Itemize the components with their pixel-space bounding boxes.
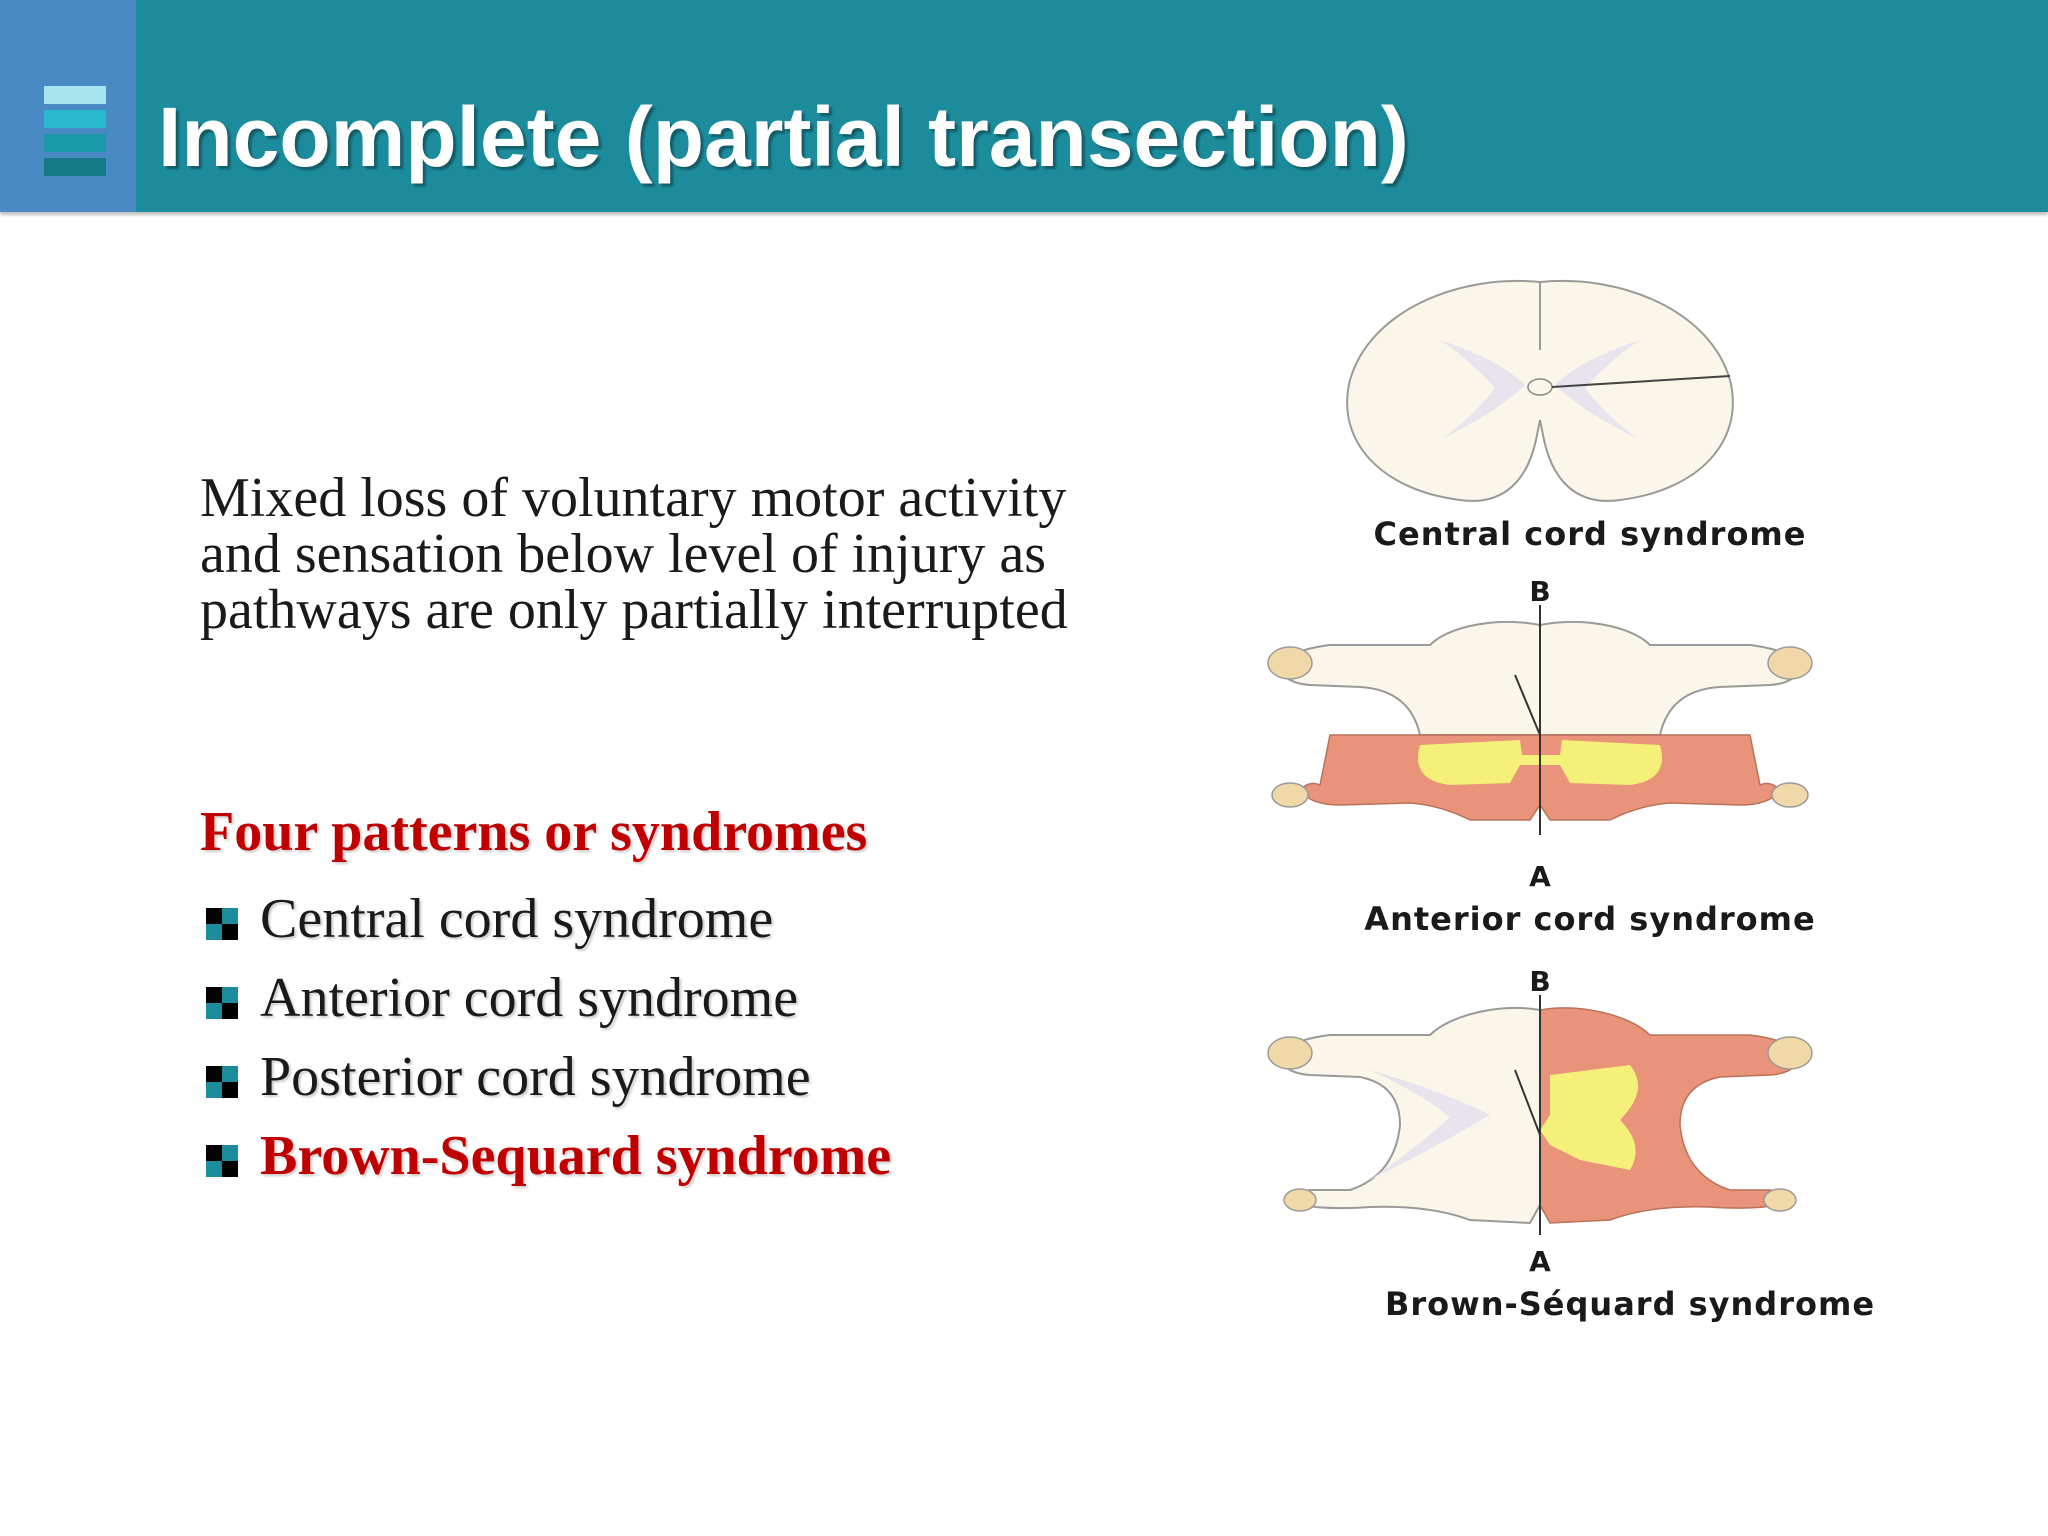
stack-bar bbox=[44, 110, 106, 128]
diagram-caption: Anterior cord syndrome bbox=[1364, 900, 1816, 938]
checker-square-icon bbox=[206, 987, 238, 1019]
intro-paragraph: Mixed loss of voluntary motor activity a… bbox=[200, 467, 1068, 641]
list-item-brown-sequard: Brown-Sequard syndrome bbox=[206, 1117, 891, 1196]
slide-title: Incomplete (partial transection) bbox=[158, 90, 1409, 184]
checker-square-icon bbox=[206, 1066, 238, 1098]
label-a: A bbox=[1529, 1245, 1551, 1278]
label-b: B bbox=[1529, 575, 1551, 608]
anterior-cord-diagram bbox=[1267, 605, 1813, 835]
diagram-caption: Central cord syndrome bbox=[1373, 515, 1807, 553]
list-item-anterior-cord: Anterior cord syndrome bbox=[206, 959, 891, 1038]
diagram-caption: Brown-Séquard syndrome bbox=[1384, 1285, 1876, 1323]
label-a: A bbox=[1529, 860, 1551, 893]
list-item-central-cord: Central cord syndrome bbox=[206, 880, 891, 959]
patterns-heading: Four patterns or syndromes bbox=[200, 801, 868, 863]
stack-bar bbox=[44, 86, 106, 104]
syndrome-label: Brown-Sequard syndrome bbox=[260, 1125, 892, 1187]
checker-square-icon bbox=[206, 1145, 238, 1177]
syndrome-list: Central cord syndrome Anterior cord synd… bbox=[206, 880, 891, 1196]
syndrome-label: Posterior cord syndrome bbox=[260, 1046, 811, 1108]
slide-header: Incomplete (partial transection) bbox=[0, 0, 2048, 212]
list-item-posterior-cord: Posterior cord syndrome bbox=[206, 1038, 891, 1117]
syndrome-label: Central cord syndrome bbox=[260, 888, 774, 950]
stack-logo-icon bbox=[0, 0, 136, 212]
stack-bar bbox=[44, 158, 106, 176]
brown-sequard-diagram bbox=[1267, 995, 1813, 1235]
stack-bar bbox=[44, 134, 106, 152]
spinal-cord-figure: Central cord syndrome B C A Anterior cor… bbox=[1220, 260, 1960, 1340]
syndrome-label: Anterior cord syndrome bbox=[260, 967, 799, 1029]
checker-square-icon bbox=[206, 908, 238, 940]
label-b: B bbox=[1529, 965, 1551, 998]
central-cord-diagram bbox=[1346, 280, 1734, 502]
